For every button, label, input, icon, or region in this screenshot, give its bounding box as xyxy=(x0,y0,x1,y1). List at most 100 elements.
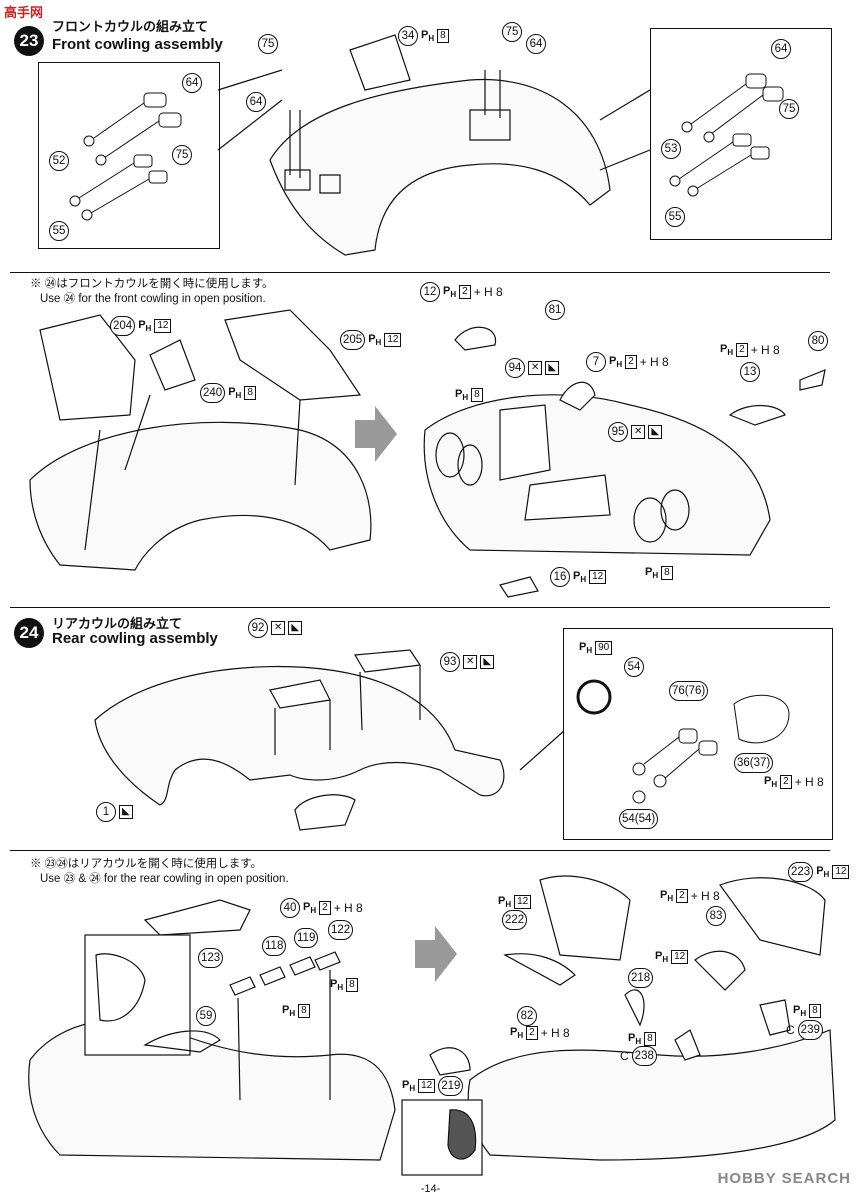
step24-title-en: Rear cowling assembly xyxy=(52,630,218,647)
paint-icon: ◣ xyxy=(119,805,133,819)
part-label-64-top: 64 xyxy=(246,92,266,112)
part-label-55-right: 55 xyxy=(665,207,685,227)
note-rear-open-en: Use ㉓ & ㉔ for the rear cowling in open p… xyxy=(40,873,289,885)
ph-code: PH xyxy=(645,566,659,581)
part-label-82: 82 xyxy=(517,1006,537,1026)
note-front-open-jp: ※ ㉔はフロントカウルを開く時に使用します。 xyxy=(30,278,274,290)
runner-8: 8 xyxy=(661,566,673,581)
part-label-94: 94 xyxy=(505,358,525,378)
ph-code: PH xyxy=(816,864,830,880)
part-label-75-center: 75 xyxy=(502,22,522,42)
clear-part-icon: ✕ xyxy=(463,655,478,669)
paint-icon: ◣ xyxy=(480,655,495,669)
part-label-13: 13 xyxy=(740,362,760,382)
front-cowl-drawing xyxy=(217,34,651,256)
runner-12: 12 xyxy=(154,319,172,333)
ph-code: PH xyxy=(720,343,734,358)
ph-code: PH xyxy=(628,1032,642,1047)
step-number-23: 23 xyxy=(14,26,44,56)
ph-code: PH xyxy=(303,900,317,916)
clear-part-icon: ✕ xyxy=(271,621,286,635)
plus-h8: + H 8 xyxy=(333,901,363,915)
ph-code: PH xyxy=(368,332,382,348)
ph-code: PH xyxy=(660,889,674,904)
part-label-12: 12 xyxy=(420,282,440,302)
runner-2: 2 xyxy=(526,1026,538,1041)
step23-title-jp: フロントカウルの組み立て xyxy=(52,19,209,34)
rear-lights-diagram xyxy=(576,679,790,804)
part-label-122: 122 xyxy=(328,920,354,940)
part-label-118: 118 xyxy=(262,936,287,956)
runner-2: 2 xyxy=(736,343,748,358)
runner-8: 8 xyxy=(809,1004,821,1019)
part-label-76: 76(76) xyxy=(669,681,709,701)
part-label-80: 80 xyxy=(808,331,828,351)
ph-code: PH xyxy=(443,284,457,300)
runner-8: 8 xyxy=(644,1032,656,1047)
runner-8: 8 xyxy=(244,386,256,400)
plus-h8: + H 8 xyxy=(794,775,824,790)
inset-rear-lights: PH 90 54 76(76) 36(37) PH 2 + H 8 54(54) xyxy=(563,628,833,840)
clear-part-icon: ✕ xyxy=(528,361,543,375)
section-divider xyxy=(10,850,830,851)
ph-code: PH xyxy=(793,1004,807,1019)
part-label-34: 34 xyxy=(398,26,418,46)
part-label-52: 52 xyxy=(49,151,69,171)
part-label-75-right: 75 xyxy=(779,99,799,119)
site-watermark: 高手网 xyxy=(4,5,44,20)
runner-12: 12 xyxy=(671,950,689,965)
part-label-64-right: 64 xyxy=(771,39,791,59)
step24-title-jp: リアカウルの組み立て xyxy=(52,616,183,631)
part-label-81: 81 xyxy=(545,300,565,320)
front-cowl-open-drawing xyxy=(29,309,826,598)
part-label-119: 119 xyxy=(294,928,319,948)
runner-2: 2 xyxy=(625,355,637,369)
part-label-54: 54 xyxy=(624,657,644,677)
runner-90: 90 xyxy=(595,641,613,656)
lights-bulbs-diagram-right xyxy=(669,73,784,197)
part-label-222: 222 xyxy=(502,910,528,930)
part-label-238: 238 xyxy=(631,1046,657,1066)
part-label-64-center: 64 xyxy=(526,34,546,54)
hobby-search-watermark: HOBBY SEARCH xyxy=(717,1170,851,1187)
runner-12: 12 xyxy=(514,895,532,910)
part-label-59: 59 xyxy=(196,1006,216,1026)
ph-code: PH xyxy=(228,385,242,401)
part-label-1: 1 xyxy=(96,802,116,822)
part-label-240: 240 xyxy=(200,383,226,403)
runner-2: 2 xyxy=(319,901,331,915)
part-label-75: 75 xyxy=(172,145,192,165)
ph-code: PH xyxy=(573,569,587,585)
plus-h8: + H 8 xyxy=(473,285,503,299)
ph-code: PH xyxy=(579,641,593,656)
ph-code: PH xyxy=(498,895,512,910)
paint-icon: ◣ xyxy=(648,425,663,439)
ph-code: PH xyxy=(282,1004,296,1019)
runner-12: 12 xyxy=(418,1079,436,1093)
plus-h8: + H 8 xyxy=(639,355,669,369)
rear-cowl-drawing xyxy=(94,649,566,831)
part-label-16: 16 xyxy=(550,567,570,587)
letter-c: C xyxy=(620,1049,629,1063)
runner-2: 2 xyxy=(459,285,471,299)
step-number-24: 24 xyxy=(14,618,44,648)
letter-c: C xyxy=(786,1023,795,1037)
part-label-83: 83 xyxy=(706,906,726,926)
ph-code: PH xyxy=(402,1078,416,1094)
note-rear-open-jp: ※ ㉓㉔はリアカウルを開く時に使用します。 xyxy=(30,858,263,870)
plus-h8: + H 8 xyxy=(540,1026,570,1041)
runner-8: 8 xyxy=(471,388,483,403)
step23-title-en: Front cowling assembly xyxy=(52,36,223,53)
ph-code: PH xyxy=(764,775,778,790)
lights-bulbs-diagram xyxy=(69,92,182,221)
ph-code: PH xyxy=(510,1026,524,1041)
runner-2: 2 xyxy=(780,775,792,790)
inset-front-lights-right: 64 75 53 55 xyxy=(650,28,832,240)
paint-icon: ◣ xyxy=(545,361,560,375)
runner-8: 8 xyxy=(298,1004,310,1019)
runner-8: 8 xyxy=(346,978,358,993)
part-label-93: 93 xyxy=(440,652,460,672)
ph-code: PH xyxy=(655,950,669,965)
ph-code: PH xyxy=(609,354,623,370)
part-label-55: 55 xyxy=(49,221,69,241)
